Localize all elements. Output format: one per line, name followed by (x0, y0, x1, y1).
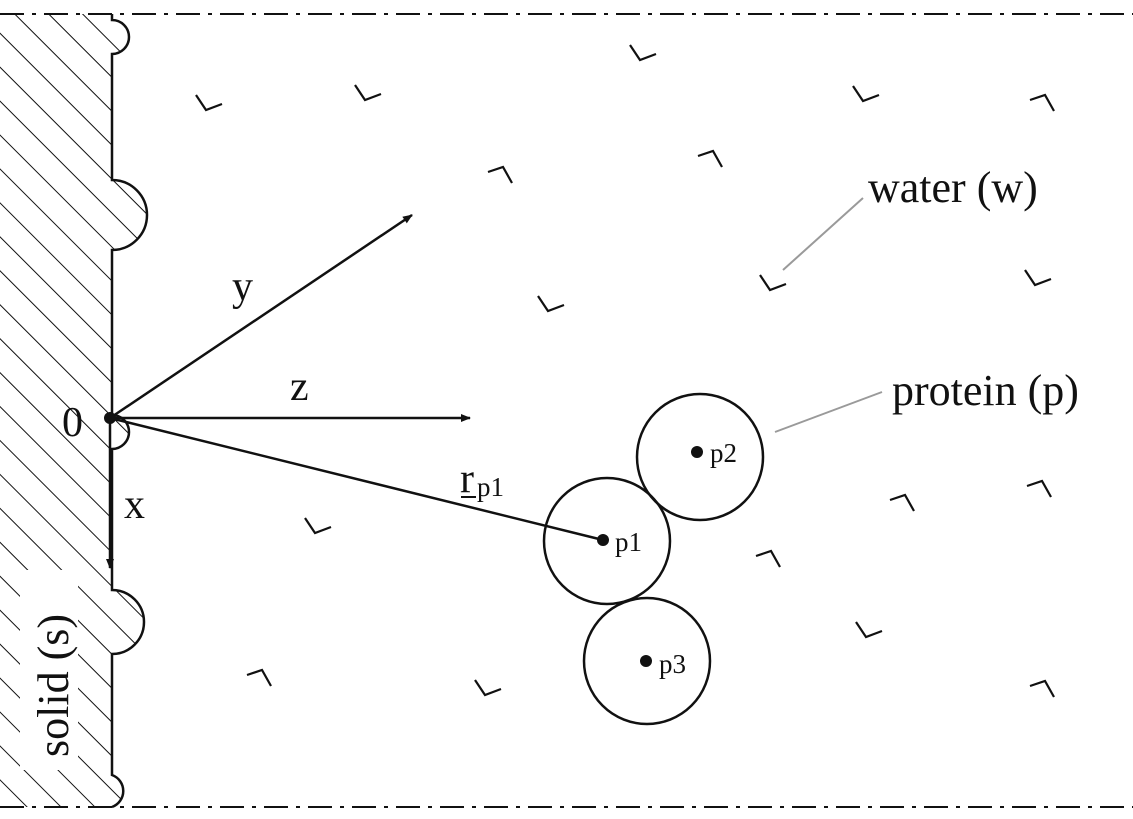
water-molecule-icon (195, 94, 223, 112)
solid-surface-line (110, 14, 149, 809)
protein-sphere-p3 (582, 596, 712, 726)
particle-label-p3: p3 (659, 649, 686, 679)
vector-r-label: r (460, 456, 474, 502)
solid-label-mask (20, 570, 78, 770)
origin-label: 0 (62, 400, 83, 446)
water-molecule-icon (1024, 269, 1052, 287)
x-axis-label: x (124, 482, 145, 528)
solid-label: solid (s) (29, 614, 78, 757)
water-molecule-icon (629, 44, 657, 62)
water-molecule-icon (759, 274, 787, 292)
water-molecule-icon (304, 517, 332, 535)
water-molecule-icon (855, 621, 883, 639)
water-molecule-icon (246, 668, 272, 687)
water-molecule-icon (537, 295, 565, 313)
water-molecule-icon (1029, 679, 1055, 698)
water-molecule-icon (354, 84, 382, 102)
y-axis-label: y (232, 264, 253, 310)
vector-r-subscript: p1 (477, 472, 504, 502)
protein-label: protein (p) (892, 366, 1079, 415)
protein-leader-line (774, 391, 883, 433)
protein-sphere-p1 (542, 476, 672, 606)
protein-center-dot-p3 (640, 655, 652, 667)
particle-label-p2: p2 (710, 438, 737, 468)
water-molecule-icon (487, 165, 513, 184)
water-molecule-icon (697, 149, 723, 168)
water-molecule-icon (1026, 479, 1052, 498)
protein-sphere-p2 (635, 392, 765, 522)
z-axis-label: z (290, 364, 309, 410)
water-molecule-icon (474, 679, 502, 697)
water-label: water (w) (868, 163, 1038, 212)
protein-center-dot-p1 (597, 534, 609, 546)
particle-label-p1: p1 (615, 527, 642, 557)
y-axis-arrow (109, 213, 413, 420)
protein-center-dot-p2 (691, 446, 703, 458)
water-molecule-icon (1029, 93, 1055, 112)
water-molecules (195, 44, 1055, 698)
water-molecule-icon (889, 493, 915, 512)
origin-dot (104, 412, 116, 424)
water-leader-line (782, 197, 864, 271)
water-molecule-icon (852, 85, 880, 103)
water-molecule-icon (755, 549, 781, 568)
position-vector-rp1 (109, 416, 604, 542)
